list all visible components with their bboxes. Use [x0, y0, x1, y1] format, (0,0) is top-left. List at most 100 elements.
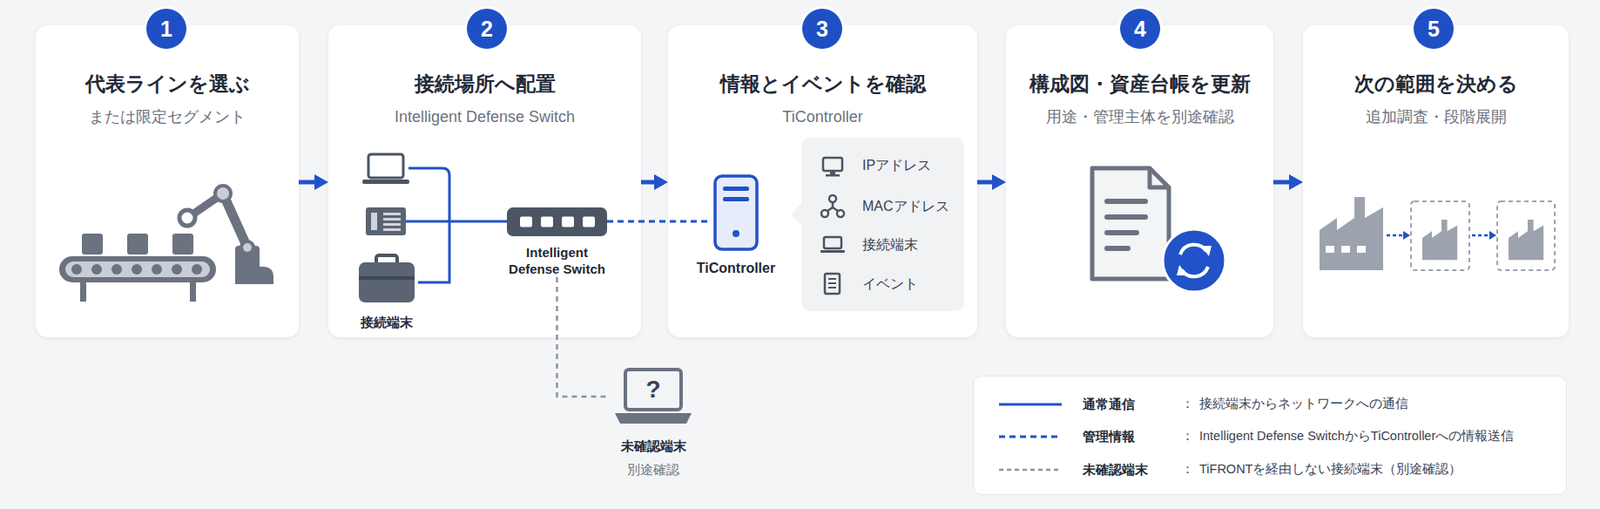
- device-line: [383, 222, 401, 226]
- future-scope-box: [1497, 201, 1555, 271]
- step-title: 構成図・資産台帳を更新: [1005, 71, 1274, 96]
- panel-pointer: [790, 203, 802, 225]
- legend-separator: ：: [1181, 426, 1195, 445]
- factory-icon: [1422, 219, 1458, 260]
- factory-window: [1356, 245, 1366, 253]
- info-item: イベント: [862, 275, 919, 293]
- switch-body: [506, 207, 608, 237]
- connector: [977, 180, 996, 185]
- robot-arm: [195, 193, 223, 213]
- unconfirmed-label: 未確認端末: [592, 437, 715, 455]
- connector: [607, 220, 708, 223]
- switch-port: [561, 216, 574, 228]
- legend-row: 通常通信: [973, 393, 1567, 415]
- step-card: 次の範囲を決める追加調査・段階展開5: [1302, 25, 1569, 338]
- robot-gripper: [179, 209, 196, 226]
- step-number: 5: [1413, 8, 1454, 49]
- server-body: [715, 175, 757, 250]
- device-line: [383, 212, 401, 216]
- node-outline: [506, 207, 608, 237]
- callout-number: 3: [802, 8, 843, 49]
- legend-line: [999, 435, 1062, 439]
- refresh-head: [1176, 264, 1188, 276]
- expansion-arrow: [1471, 234, 1490, 237]
- conveyor-belt-inner: [65, 261, 210, 277]
- step-title: 代表ラインを選ぶ: [35, 71, 299, 96]
- update-badge: [1162, 229, 1226, 292]
- factory-window: [1325, 245, 1335, 253]
- legend-text: 通常通信: [1082, 395, 1135, 413]
- legend-separator: ：: [1181, 394, 1195, 412]
- server-slot: [722, 196, 750, 202]
- callout-number: 4: [1120, 8, 1161, 49]
- connector: [298, 180, 318, 185]
- refresh-arc: [1180, 244, 1207, 255]
- question-mark: ?: [625, 369, 682, 410]
- network-wire: [405, 220, 450, 223]
- info-panel: IPアドレス MACアドレス接続端末イベント: [801, 137, 965, 311]
- step-card: 構成図・資産台帳を更新用途・管理主体を別途確認4: [1005, 25, 1274, 338]
- device-slot: [371, 212, 378, 230]
- document-fold: [1149, 168, 1169, 188]
- monitor-foot: [825, 174, 840, 177]
- network-icon-line: [831, 202, 835, 208]
- callout-number: 2: [466, 8, 507, 49]
- legend-row: 管理情報: [973, 425, 1567, 447]
- laptop-screen: [625, 369, 682, 410]
- controller-label: TiController: [685, 259, 787, 277]
- step-title: 接続場所へ配置: [328, 71, 642, 96]
- legend-sample: [999, 459, 1062, 480]
- conveyor-leg: [80, 282, 87, 302]
- refresh-head: [1201, 245, 1212, 257]
- step-subtitle: TiController: [668, 107, 978, 127]
- document-line: [1104, 214, 1148, 220]
- conveyor-roller: [91, 263, 102, 275]
- switch-port: [582, 216, 595, 228]
- legend-description: Intelligent Defense SwitchからTiController…: [1199, 426, 1514, 445]
- step-number: 2: [466, 8, 507, 49]
- node-outline: [713, 174, 759, 251]
- info-item: MACアドレス: [862, 197, 950, 216]
- server-slot: [722, 186, 750, 191]
- network-icon-node: [821, 209, 829, 217]
- laptop-base: [614, 412, 692, 424]
- legend-text: 未確認端末: [1082, 460, 1148, 479]
- step-number: 3: [802, 8, 843, 49]
- info-item: IPアドレス: [862, 156, 932, 175]
- product-box: [127, 233, 149, 255]
- info-item: 接続端末: [862, 236, 919, 254]
- expansion-arrow-head: [1403, 230, 1411, 240]
- unconfirmed-terminal: ?未確認端末別途確認: [609, 367, 697, 481]
- switch-label: Intelligent Defense Switch: [499, 243, 615, 277]
- server-led: [732, 229, 740, 237]
- device-line: [383, 228, 401, 231]
- network-icon-line: [832, 207, 838, 211]
- conveyor-roller: [171, 263, 183, 275]
- legend-description: TiFRONTを経由しない接続端末（別途確認）: [1199, 459, 1462, 478]
- future-scope-box: [1410, 201, 1470, 271]
- ledger-document: [1092, 168, 1169, 279]
- network-icon-line: [827, 207, 833, 211]
- connector: [418, 221, 507, 283]
- legend-line: [999, 403, 1062, 406]
- step-card: 接続場所へ配置Intelligent Defense Switch2接続端末In…: [328, 25, 642, 338]
- document-line: [1104, 198, 1148, 204]
- controller-box: TiController: [707, 174, 765, 286]
- factory-icon: [1508, 219, 1544, 260]
- step-subtitle: 用途・管理主体を別途確認: [1005, 107, 1274, 127]
- conveyor-belt: [59, 256, 217, 283]
- legend-description: 接続端末からネットワークへの通信: [1199, 394, 1409, 412]
- controller-device: [365, 207, 406, 236]
- conveyor-roller: [71, 263, 82, 275]
- legend-text: 管理情報: [1082, 427, 1135, 446]
- document-icon: [824, 273, 840, 294]
- robot-foot: [235, 266, 274, 284]
- product-box: [81, 233, 103, 255]
- robot-joint: [215, 185, 231, 202]
- step-subtitle: 追加調査・段階展開: [1302, 107, 1569, 127]
- legend-row: 未確認端末: [973, 459, 1567, 480]
- legend-line: [999, 468, 1062, 472]
- unconfirmed-note: 別途確認: [592, 460, 715, 479]
- step-number: 4: [1120, 8, 1161, 49]
